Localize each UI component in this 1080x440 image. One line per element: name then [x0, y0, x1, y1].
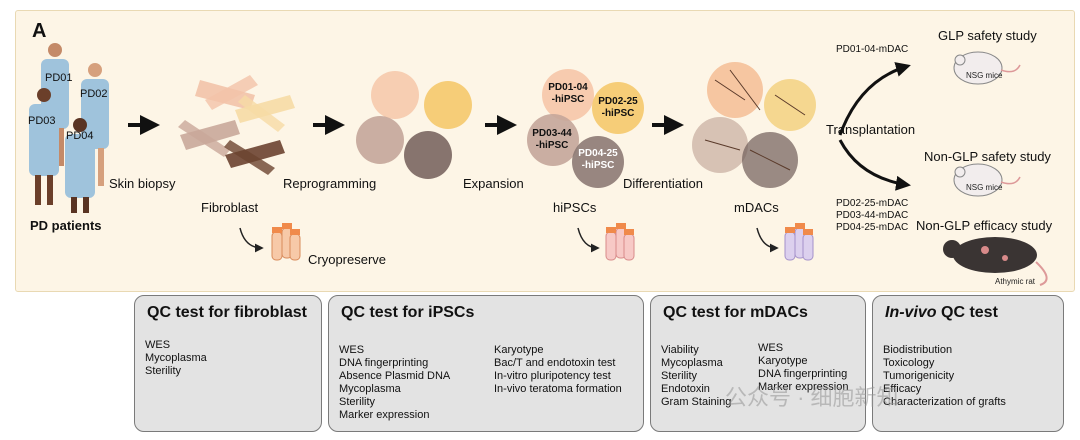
- qc-item: Endotoxin: [661, 383, 710, 395]
- qc-title-mdacs: QC test for mDACs: [663, 304, 808, 321]
- qc-item: DNA fingerprinting: [339, 357, 429, 369]
- qc-item: Karyotype: [758, 355, 808, 367]
- qc-item: Marker expression: [339, 409, 430, 421]
- qc-item: WES: [339, 344, 365, 356]
- qc-list-fibroblast: WES Mycoplasma Sterility: [145, 339, 207, 378]
- qc-item: Absence Plasmid DNA: [339, 370, 451, 382]
- qc-item: WES: [758, 342, 784, 354]
- hipsc-colonies: [527, 69, 644, 188]
- qc-box-fibroblast: QC test for fibroblast WES Mycoplasma St…: [134, 295, 322, 432]
- qc-item: Efficacy: [883, 383, 922, 395]
- cryovial-tubes-mdac: [784, 223, 814, 261]
- arrow-cryopreserve: [239, 227, 264, 253]
- study-glp-safety: GLP safety study: [938, 28, 1037, 43]
- step-hipscs: hiPSCs: [553, 200, 597, 215]
- arrow-hipsc-tubes: [577, 227, 600, 253]
- cryovial-tubes-hipsc: [605, 223, 635, 261]
- qc-list-invivo: Biodistribution Toxicology Tumorigenicit…: [883, 344, 1006, 409]
- patients-label: PD patients: [30, 218, 102, 233]
- qc-list-mdacs-col1: Viability Mycoplasma Sterility Endotoxin…: [661, 344, 731, 409]
- step-fibroblast: Fibroblast: [201, 200, 259, 215]
- hipsc-line-pd04: PD04-25-hiPSC: [578, 148, 618, 171]
- qc-title-ipscs: QC test for iPSCs: [341, 304, 475, 321]
- transplant-line-1: PD02-25-mDAC: [836, 198, 909, 209]
- nsg-mice-label-nonglp: NSG mice: [966, 183, 1003, 192]
- arrow-mdac-tubes: [756, 227, 779, 253]
- transplant-line-top: PD01-04-mDAC: [836, 44, 909, 55]
- transplant-line-2: PD03-44-mDAC: [836, 210, 909, 221]
- arrow-to-glp-study: [838, 62, 911, 136]
- qc-item: Sterility: [145, 365, 182, 377]
- qc-item: Gram Staining: [661, 396, 732, 408]
- patient-id-pd03: PD03: [28, 115, 56, 127]
- patient-id-pd04: PD04: [66, 130, 94, 142]
- qc-item: Viability: [661, 344, 699, 356]
- step-reprogramming: Reprogramming: [283, 176, 377, 191]
- qc-item: DNA fingerprinting: [758, 368, 848, 380]
- qc-item: Karyotype: [494, 344, 544, 356]
- qc-item: Bac/T and endotoxin test: [494, 357, 616, 369]
- qc-box-ipscs: QC test for iPSCs WES DNA fingerprinting…: [328, 295, 644, 432]
- fibroblast-cells: [178, 75, 295, 175]
- watermark: 公众号 · 细胞新知: [725, 385, 899, 410]
- ipsc-colonies: [356, 71, 472, 179]
- qc-item: In-vivo teratoma formation: [494, 383, 622, 395]
- step-mdacs: mDACs: [734, 200, 779, 215]
- qc-list-ipscs-col1: WES DNA fingerprinting Absence Plasmid D…: [339, 344, 450, 422]
- step-expansion: Expansion: [463, 176, 524, 191]
- qc-title-fibroblast: QC test for fibroblast: [147, 304, 308, 321]
- step-differentiation: Differentiation: [623, 176, 703, 191]
- qc-list-mdacs-col2: WES Karyotype DNA fingerprinting Marker …: [758, 342, 848, 394]
- qc-item: Toxicology: [883, 357, 935, 369]
- study-nonglp-safety: Non-GLP safety study: [924, 149, 1051, 164]
- qc-item: Mycoplasma: [339, 383, 401, 395]
- qc-item: WES: [145, 339, 171, 351]
- patient-id-pd01: PD01: [45, 72, 73, 84]
- hipsc-line-pd03: PD03-44-hiPSC: [532, 128, 572, 151]
- hipsc-line-pd01: PD01-04-hiPSC: [548, 82, 588, 105]
- hipsc-line-pd02: PD02-25-hiPSC: [598, 96, 638, 119]
- qc-item: Sterility: [339, 396, 376, 408]
- nsg-mice-label-glp: NSG mice: [966, 71, 1003, 80]
- qc-item: Mycoplasma: [661, 357, 723, 369]
- athymic-rat-label: Athymic rat: [995, 277, 1036, 286]
- patient-id-pd02: PD02: [80, 88, 108, 100]
- panel-letter: A: [32, 20, 47, 42]
- qc-title-invivo: In-vivo QC test: [885, 304, 998, 321]
- qc-item: Sterility: [661, 370, 698, 382]
- qc-box-invivo: In-vivo QC test Biodistribution Toxicolo…: [872, 295, 1064, 432]
- step-transplantation: Transplantation: [826, 122, 916, 137]
- arrow-to-nonglp-study: [838, 139, 911, 191]
- nsg-mouse-nonglp: [953, 163, 1021, 197]
- qc-item: Characterization of grafts: [883, 396, 1006, 408]
- athymic-rat: [943, 237, 1048, 286]
- patient-figures: [29, 43, 109, 213]
- qc-item: Biodistribution: [883, 344, 953, 356]
- qc-item: Tumorigenicity: [883, 370, 955, 382]
- step-cryopreserve: Cryopreserve: [308, 252, 387, 267]
- qc-list-ipscs-col2: Karyotype Bac/T and endotoxin test In-vi…: [494, 344, 622, 396]
- mdac-neurons: [692, 62, 816, 188]
- step-skin-biopsy: Skin biopsy: [109, 176, 176, 191]
- transplant-line-3: PD04-25-mDAC: [836, 222, 909, 233]
- cryovial-tubes-fibroblast: [271, 223, 301, 261]
- qc-item: Mycoplasma: [145, 352, 207, 364]
- qc-item: In-vitro pluripotency test: [494, 370, 611, 382]
- nsg-mouse-glp: [953, 51, 1021, 85]
- study-nonglp-efficacy: Non-GLP efficacy study: [916, 218, 1053, 233]
- qc-item: Marker expression: [758, 381, 849, 393]
- qc-box-mdacs: QC test for mDACs Viability Mycoplasma S…: [650, 295, 866, 432]
